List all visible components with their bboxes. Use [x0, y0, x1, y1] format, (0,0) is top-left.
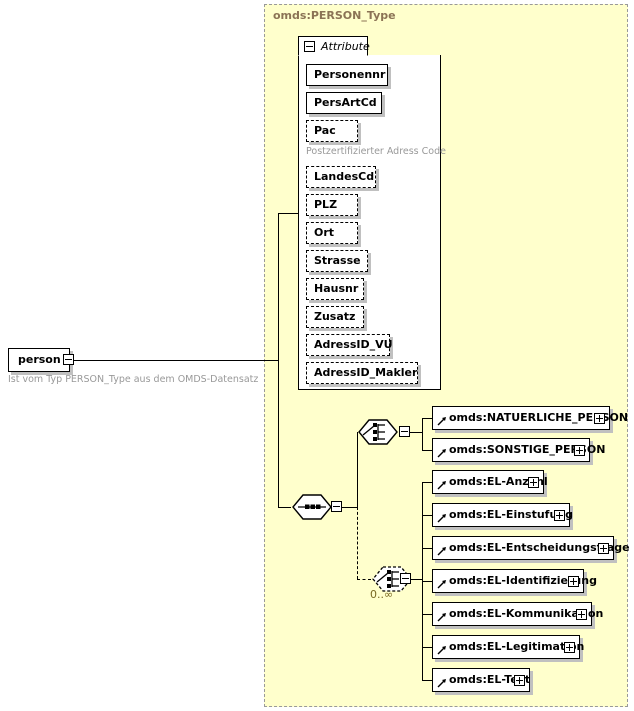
element-label: omds:NATUERLICHE_PERSON	[449, 411, 629, 424]
attribute-label: Pac	[314, 124, 336, 137]
element-person-collapse-toggle[interactable]	[63, 354, 74, 365]
connector-choice-person-item-1	[422, 450, 432, 451]
element-expand-toggle[interactable]	[598, 543, 609, 554]
element-label: omds:EL-Legitimation	[449, 640, 585, 653]
compositor-choice-el-collapse-toggle[interactable]	[400, 573, 411, 584]
element-person[interactable]: person	[8, 348, 70, 372]
attribute-item-adressid-makler[interactable]: AdressID_Makler	[306, 362, 418, 384]
connector-sequence-choice-el	[357, 579, 371, 580]
element-el-entscheidungsfrage[interactable]: omds:EL-Entscheidungsfrage	[432, 536, 630, 560]
element-label: omds:EL-Kommunikation	[449, 607, 604, 620]
attribute-item-personennr[interactable]: Personennr	[306, 64, 388, 86]
element-label: omds:EL-Identifizierung	[449, 574, 597, 587]
element-expand-toggle[interactable]	[594, 413, 605, 424]
connector-choice-el-item-3	[422, 581, 432, 582]
attribute-item-landescd[interactable]: LandesCd	[306, 166, 376, 188]
connector-trunk-vertical	[278, 213, 279, 507]
attribute-tab[interactable]: Attribute	[298, 36, 370, 56]
element-label: omds:EL-Einstufung	[449, 508, 574, 521]
element-el-identifizierung[interactable]: omds:EL-Identifizierung	[432, 569, 597, 593]
connector-sequence-branch-up	[357, 432, 358, 508]
element-person-annotation: Ist vom Typ PERSON_Type aus dem OMDS-Dat…	[8, 374, 259, 385]
attribute-item-persartcd[interactable]: PersArtCd	[306, 92, 382, 114]
element-el-kommunikation[interactable]: omds:EL-Kommunikation	[432, 602, 603, 626]
connector-choice-el-item-4	[422, 614, 432, 615]
element-expand-toggle[interactable]	[568, 576, 579, 587]
attribute-label: PersArtCd	[314, 96, 377, 109]
connector-choice-el-item-1	[422, 515, 432, 516]
attribute-label: AdressID_VU	[314, 338, 393, 351]
connector-trunk-attribute	[278, 213, 298, 214]
attribute-label: Strasse	[314, 254, 361, 267]
attribute-item-strasse[interactable]: Strasse	[306, 250, 368, 272]
connector-choice-el-item-0	[422, 482, 432, 483]
type-title: omds:PERSON_Type	[273, 9, 396, 22]
compositor-sequence[interactable]	[291, 494, 333, 520]
reference-arrow-icon	[437, 580, 446, 589]
attribute-label: Hausnr	[314, 282, 359, 295]
attribute-item-pac[interactable]: Pac	[306, 120, 358, 142]
element-label: omds:EL-Text	[449, 673, 531, 686]
connector-choice-el-out	[411, 579, 422, 580]
connector-sequence-branch-down	[357, 507, 358, 579]
reference-arrow-icon	[437, 646, 446, 655]
compositor-choice-person-collapse-toggle[interactable]	[399, 426, 410, 437]
attribute-item-plz[interactable]: PLZ	[306, 194, 358, 216]
attribute-item-pac-annotation: Postzertifizierter Adress Code	[306, 146, 446, 157]
element-sonstige-person[interactable]: omds:SONSTIGE_PERSON	[432, 438, 605, 462]
reference-arrow-icon	[437, 679, 446, 688]
element-expand-toggle[interactable]	[554, 510, 565, 521]
element-el-einstufung[interactable]: omds:EL-Einstufung	[432, 503, 574, 527]
attribute-label: Personennr	[314, 68, 386, 81]
attribute-item-zusatz[interactable]: Zusatz	[306, 306, 364, 328]
attribute-label: LandesCd	[314, 170, 375, 183]
element-label: omds:EL-Entscheidungsfrage	[449, 541, 630, 554]
element-label: omds:SONSTIGE_PERSON	[449, 443, 606, 456]
reference-arrow-icon	[437, 481, 446, 490]
attribute-tab-label: Attribute	[321, 40, 370, 53]
element-natuerliche-person[interactable]: omds:NATUERLICHE_PERSON	[432, 406, 628, 430]
element-expand-toggle[interactable]	[576, 609, 587, 620]
connector-choice-el-item-6	[422, 680, 432, 681]
element-expand-toggle[interactable]	[564, 642, 575, 653]
connector-choice-person-bus	[422, 418, 423, 450]
element-el-legitimation[interactable]: omds:EL-Legitimation	[432, 635, 584, 659]
reference-arrow-icon	[437, 449, 446, 458]
attribute-label: PLZ	[314, 198, 338, 211]
attribute-collapse-toggle[interactable]	[304, 41, 315, 52]
connector-person-trunk	[74, 360, 278, 361]
attribute-label: Ort	[314, 226, 335, 239]
connector-trunk-sequence	[278, 507, 291, 508]
reference-arrow-icon	[437, 613, 446, 622]
element-el-text[interactable]: omds:EL-Text	[432, 668, 530, 692]
element-expand-toggle[interactable]	[528, 477, 539, 488]
element-expand-toggle[interactable]	[574, 445, 585, 456]
attribute-label: Zusatz	[314, 310, 356, 323]
compositor-choice-person[interactable]	[357, 419, 399, 445]
attribute-label: AdressID_Makler	[314, 366, 418, 379]
attribute-item-hausnr[interactable]: Hausnr	[306, 278, 364, 300]
connector-choice-person-out	[410, 432, 422, 433]
attribute-item-adressid-vu[interactable]: AdressID_VU	[306, 334, 393, 356]
connector-choice-el-item-2	[422, 548, 432, 549]
reference-arrow-icon	[437, 547, 446, 556]
element-label: omds:EL-Anzahl	[449, 475, 548, 488]
compositor-sequence-collapse-toggle[interactable]	[331, 501, 342, 512]
compositor-choice-el-cardinality: 0..∞	[370, 588, 394, 601]
reference-arrow-icon	[437, 417, 446, 426]
attribute-item-ort[interactable]: Ort	[306, 222, 358, 244]
connector-choice-person-item-0	[422, 418, 432, 419]
element-expand-toggle[interactable]	[514, 675, 525, 686]
reference-arrow-icon	[437, 514, 446, 523]
element-person-label: person	[18, 353, 61, 366]
connector-choice-el-item-5	[422, 647, 432, 648]
connector-sequence-out	[342, 507, 357, 508]
element-el-anzahl[interactable]: omds:EL-Anzahl	[432, 470, 548, 494]
